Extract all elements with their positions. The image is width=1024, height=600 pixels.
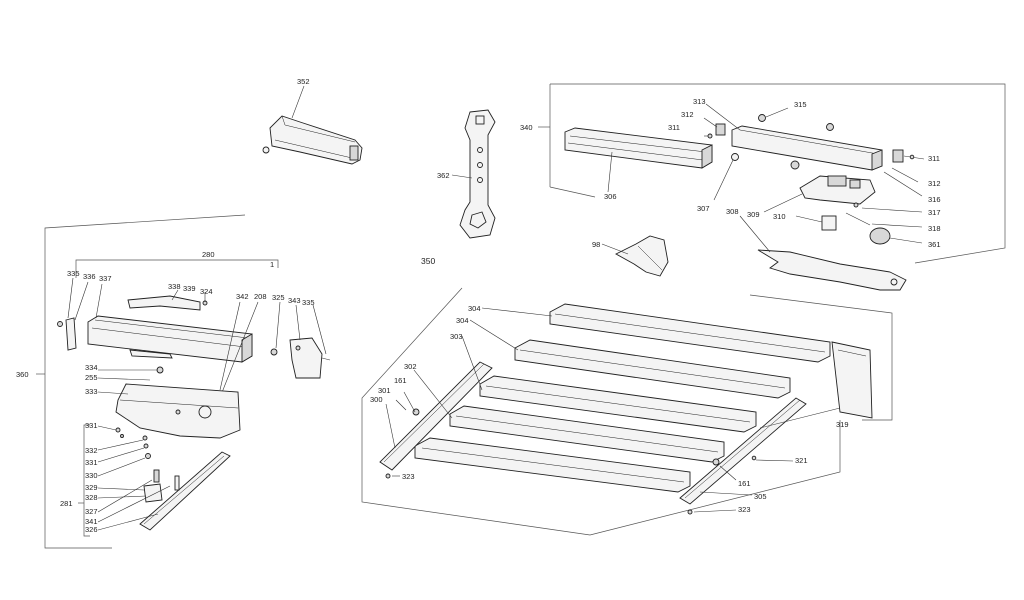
group-280-boundary	[75, 259, 279, 278]
label-305: 305	[754, 492, 767, 501]
label-304b: 304	[456, 316, 469, 325]
label-318: 318	[928, 224, 941, 233]
label-342: 342	[236, 292, 249, 301]
label-360: 360	[16, 370, 29, 379]
label-315: 315	[794, 100, 807, 109]
label-313: 313	[693, 97, 706, 106]
group-340-boundary	[538, 83, 1006, 264]
group-350-boundary	[361, 287, 893, 536]
label-324: 324	[200, 287, 213, 296]
label-332: 332	[85, 446, 98, 455]
label-316: 316	[928, 195, 941, 204]
label-327: 327	[85, 507, 98, 516]
fence-assembly-280	[57, 277, 331, 411]
label-321: 321	[795, 456, 808, 465]
miter-bar-326	[97, 451, 231, 531]
label-300: 300	[370, 395, 383, 404]
label-362: 362	[437, 171, 450, 180]
label-255: 255	[85, 373, 98, 382]
label-311b: 311	[928, 154, 940, 163]
bracket-309	[763, 175, 923, 213]
label-352: 352	[297, 77, 310, 86]
label-312a: 312	[681, 110, 694, 119]
label-350: 350	[421, 256, 435, 266]
label-331b: 331	[85, 458, 98, 467]
label-161b: 161	[738, 479, 751, 488]
small-hardware-311-312	[703, 117, 925, 197]
label-312b: 312	[928, 179, 941, 188]
label-361: 361	[928, 240, 941, 249]
label-323b: 323	[738, 505, 751, 514]
part-labels: 352 362 340 313 315 312 311 306 307 311 …	[16, 77, 941, 534]
label-328: 328	[85, 493, 98, 502]
miter-base-333	[97, 369, 241, 439]
label-308: 308	[726, 207, 739, 216]
label-334: 334	[85, 363, 98, 372]
label-339: 339	[183, 284, 196, 293]
label-319: 319	[836, 420, 849, 429]
clamp-98	[601, 235, 669, 277]
label-309: 309	[747, 210, 760, 219]
handle-bar-308	[739, 215, 907, 291]
label-280: 280	[202, 250, 215, 259]
rail-306	[564, 127, 713, 193]
label-303: 303	[450, 332, 463, 341]
label-208: 208	[254, 292, 267, 301]
label-337: 337	[99, 274, 112, 283]
label-340: 340	[520, 123, 533, 132]
label-281: 281	[60, 499, 73, 508]
label-329: 329	[85, 483, 98, 492]
label-161a: 161	[394, 376, 407, 385]
label-304a: 304	[468, 304, 481, 313]
label-301: 301	[378, 386, 391, 395]
label-333: 333	[85, 387, 98, 396]
tube-arm-313	[705, 103, 883, 201]
label-323a: 323	[402, 472, 415, 481]
label-326: 326	[85, 525, 98, 534]
label-311a: 311	[668, 123, 680, 132]
label-335b: 335	[302, 298, 315, 307]
label-98: 98	[592, 240, 600, 249]
table-extension-350	[379, 303, 873, 515]
label-1: 1	[270, 260, 274, 269]
label-343: 343	[288, 296, 301, 305]
wrench-362	[451, 109, 496, 239]
label-302: 302	[404, 362, 417, 371]
small-parts-330-332	[97, 425, 151, 477]
label-341: 341	[85, 517, 98, 526]
group-281-boundary	[78, 424, 90, 537]
label-310: 310	[773, 212, 786, 221]
label-325: 325	[272, 293, 285, 302]
label-330: 330	[85, 471, 98, 480]
label-335a: 335	[67, 269, 80, 278]
label-338: 338	[168, 282, 181, 291]
label-307: 307	[697, 204, 710, 213]
blade-guard-352	[262, 85, 363, 165]
label-306: 306	[604, 192, 617, 201]
label-336: 336	[83, 272, 96, 281]
knob-assembly-310-318-361	[795, 212, 923, 245]
label-317: 317	[928, 208, 941, 217]
group-360-boundary	[36, 214, 246, 549]
label-331a: 331	[85, 421, 98, 430]
